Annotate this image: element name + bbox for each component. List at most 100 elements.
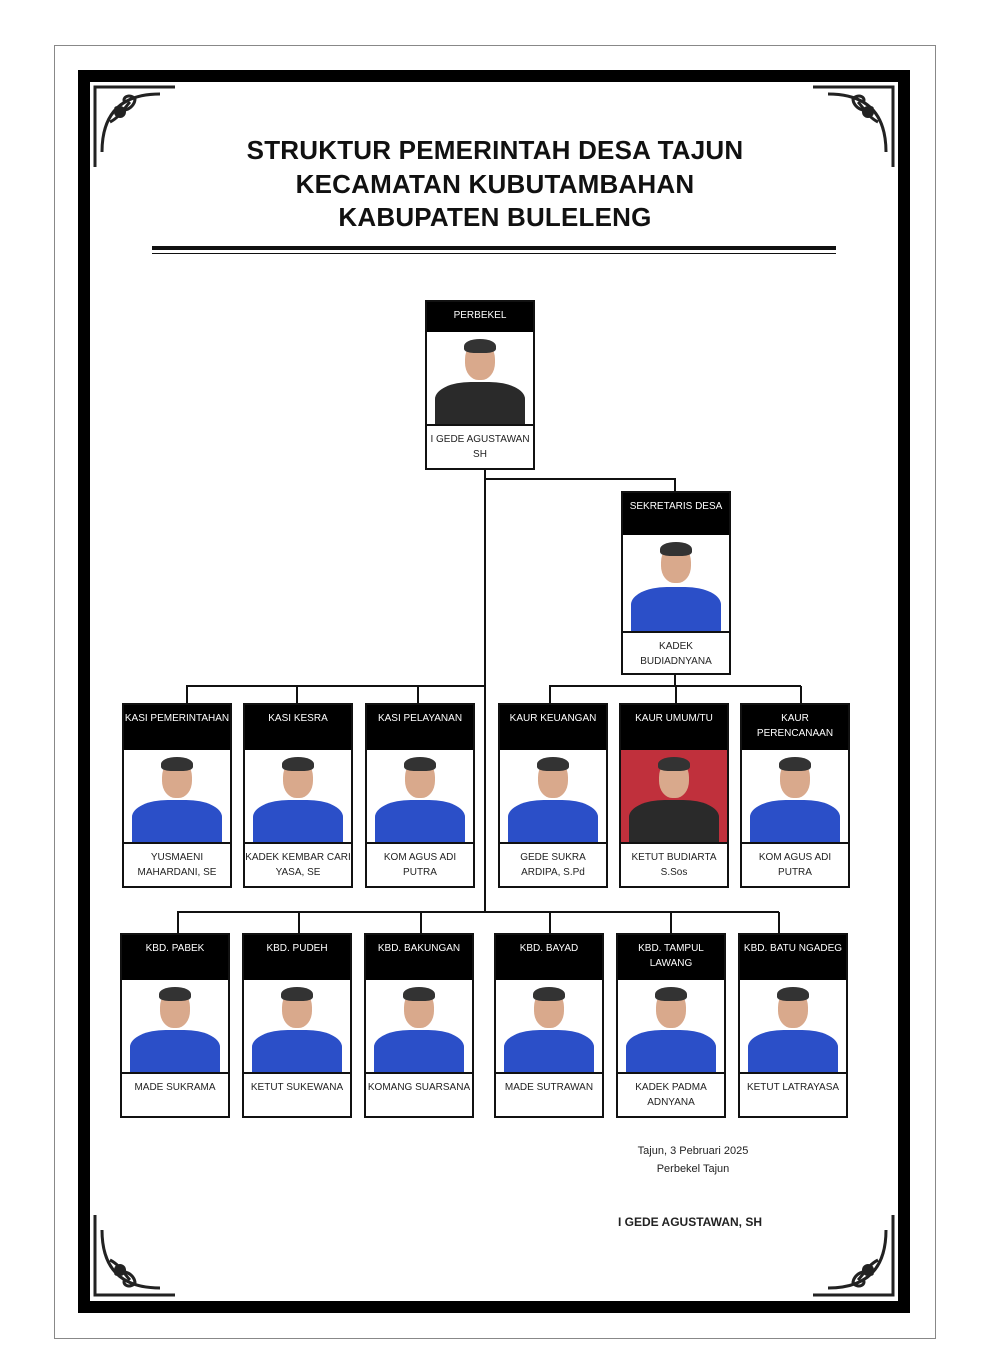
position-label: PERBEKEL <box>427 302 533 332</box>
position-label: KAUR PERENCANAAN <box>742 705 848 750</box>
person-name: KOM AGUS ADI PUTRA <box>758 852 832 878</box>
person-photo <box>245 750 351 844</box>
photo-hair <box>660 542 692 556</box>
signature-role: Perbekel Tajun <box>656 1163 730 1175</box>
photo-shirt <box>375 799 465 842</box>
person-photo <box>124 750 230 844</box>
connector-drop <box>177 912 179 933</box>
person-photo <box>366 980 472 1074</box>
connector-drop <box>420 912 422 933</box>
person-name: KETUT LATRAYASA <box>746 1082 840 1093</box>
photo-hair <box>159 987 191 1001</box>
connector-main-vertical <box>484 466 486 912</box>
org-card: SEKRETARIS DESA KADEK BUDIADNYANA <box>621 491 731 675</box>
connector-drop <box>675 686 677 703</box>
position-label: KBD. BAKUNGAN <box>366 935 472 980</box>
person-name: MADE SUKRAMA <box>134 1082 216 1093</box>
person-photo <box>367 750 473 844</box>
person-name: KETUT SUKEWANA <box>250 1082 344 1093</box>
org-card: PERBEKEL I GEDE AGUSTAWAN SH <box>425 300 535 470</box>
connector-to-sekretaris <box>484 478 676 480</box>
person-name: KOM AGUS ADI PUTRA <box>383 852 457 878</box>
photo-hair <box>658 757 690 771</box>
photo-hair <box>537 757 569 771</box>
photo-hair <box>282 757 314 771</box>
photo-shirt <box>132 799 222 842</box>
photo-shirt <box>130 1029 220 1072</box>
position-label: SEKRETARIS DESA <box>623 493 729 535</box>
title-line-1: STRUKTUR PEMERINTAH DESA TAJUN <box>246 135 744 165</box>
org-card: KASI KESRA KADEK KEMBAR CARI YASA, SE <box>243 703 353 888</box>
person-photo <box>621 750 727 844</box>
ornament-corner-icon <box>813 85 895 167</box>
photo-hair <box>777 987 809 1001</box>
title-rule <box>152 246 836 250</box>
connector-drop <box>298 912 300 933</box>
photo-hair <box>533 987 565 1001</box>
photo-shirt <box>629 799 719 842</box>
person-photo <box>122 980 228 1074</box>
position-label: KASI PEMERINTAHAN <box>124 705 230 750</box>
connector-sekretaris-down <box>674 672 676 686</box>
person-photo <box>618 980 724 1074</box>
position-label: KBD. BATU NGADEG <box>740 935 846 980</box>
title-line-3: KABUPATEN BULELENG <box>338 202 652 232</box>
person-photo <box>623 535 729 633</box>
org-card: KAUR PERENCANAAN KOM AGUS ADI PUTRA <box>740 703 850 888</box>
person-photo <box>427 332 533 426</box>
position-label: KBD. PABEK <box>122 935 228 980</box>
position-label: KASI KESRA <box>245 705 351 750</box>
position-label: KAUR UMUM/TU <box>621 705 727 750</box>
person-name: KADEK KEMBAR CARI YASA, SE <box>245 852 351 878</box>
photo-shirt <box>253 799 343 842</box>
connector-drop <box>186 686 188 703</box>
org-card: KASI PEMERINTAHAN YUSMAENI MAHARDANI, SE <box>122 703 232 888</box>
position-label: KASI PELAYANAN <box>367 705 473 750</box>
person-name: YUSMAENI MAHARDANI, SE <box>137 852 217 878</box>
connector-drop <box>417 686 419 703</box>
ornament-corner-icon <box>813 1215 895 1297</box>
ornament-corner-icon <box>93 1215 175 1297</box>
photo-shirt <box>750 799 840 842</box>
connector-to-sekretaris-drop <box>674 478 676 492</box>
position-label: KBD. BAYAD <box>496 935 602 980</box>
person-name: KETUT BUDIARTA S.Sos <box>631 852 717 878</box>
ornament-corner-icon <box>93 85 175 167</box>
org-card: KBD. BATU NGADEG KETUT LATRAYASA <box>738 933 848 1118</box>
signature-name: I GEDE AGUSTAWAN, SH <box>617 1215 762 1229</box>
connector-drop <box>800 686 802 703</box>
photo-shirt <box>748 1029 838 1072</box>
connector-kbd-horizontal <box>177 911 779 913</box>
person-photo <box>496 980 602 1074</box>
photo-hair <box>281 987 313 1001</box>
person-name: GEDE SUKRA ARDIPA, S.Pd <box>520 852 586 878</box>
org-card: KAUR KEUANGAN GEDE SUKRA ARDIPA, S.Pd <box>498 703 608 888</box>
position-label: KBD. TAMPUL LAWANG <box>618 935 724 980</box>
person-photo <box>742 750 848 844</box>
photo-shirt <box>626 1029 716 1072</box>
title-rule-thin <box>152 253 836 254</box>
black-frame <box>78 70 910 1313</box>
photo-hair <box>655 987 687 1001</box>
photo-shirt <box>374 1029 464 1072</box>
photo-hair <box>161 757 193 771</box>
position-label: KAUR KEUANGAN <box>500 705 606 750</box>
photo-hair <box>404 757 436 771</box>
person-name: KOMANG SUARSANA <box>367 1082 471 1093</box>
connector-drop <box>296 686 298 703</box>
position-label: KBD. PUDEH <box>244 935 350 980</box>
photo-hair <box>779 757 811 771</box>
connector-drop <box>549 912 551 933</box>
connector-drop <box>549 686 551 703</box>
connector-drop <box>778 912 780 933</box>
person-name: KADEK PADMA ADNYANA <box>635 1082 707 1108</box>
signature-place-date: Tajun, 3 Pebruari 2025 <box>637 1145 749 1157</box>
person-name: I GEDE AGUSTAWAN SH <box>430 434 530 460</box>
person-name: KADEK BUDIADNYANA <box>640 641 712 667</box>
person-name: MADE SUTRAWAN <box>504 1082 594 1093</box>
org-card: KBD. PABEK MADE SUKRAMA <box>120 933 230 1118</box>
photo-shirt <box>508 799 598 842</box>
connector-drop <box>670 912 672 933</box>
person-photo <box>740 980 846 1074</box>
person-photo <box>500 750 606 844</box>
